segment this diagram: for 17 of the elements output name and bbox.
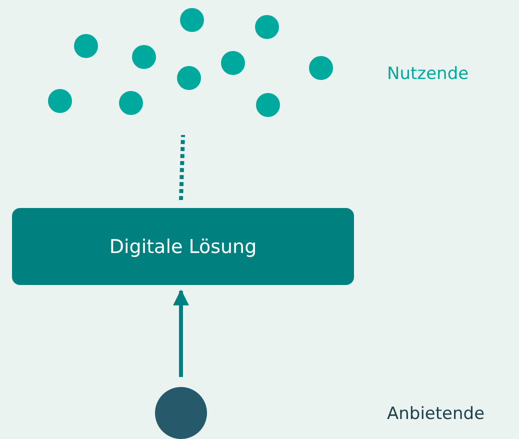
- user-dot: [221, 51, 245, 75]
- arrow: [173, 289, 189, 377]
- user-dot: [256, 93, 280, 117]
- user-dot: [48, 89, 72, 113]
- user-dot: [74, 34, 98, 58]
- user-dot: [132, 45, 156, 69]
- process-box: [12, 208, 354, 285]
- user-dot: [177, 66, 201, 90]
- user-dot: [309, 56, 333, 80]
- user-dot: [119, 91, 143, 115]
- user-dot: [255, 15, 279, 39]
- user-dot: [180, 8, 204, 32]
- box-label: Digitale Lösung: [109, 236, 257, 258]
- provider-circle: [155, 387, 207, 439]
- group-label: Nutzende: [387, 64, 469, 84]
- dotted-connector: [179, 134, 185, 200]
- group-label: Anbietende: [387, 404, 485, 424]
